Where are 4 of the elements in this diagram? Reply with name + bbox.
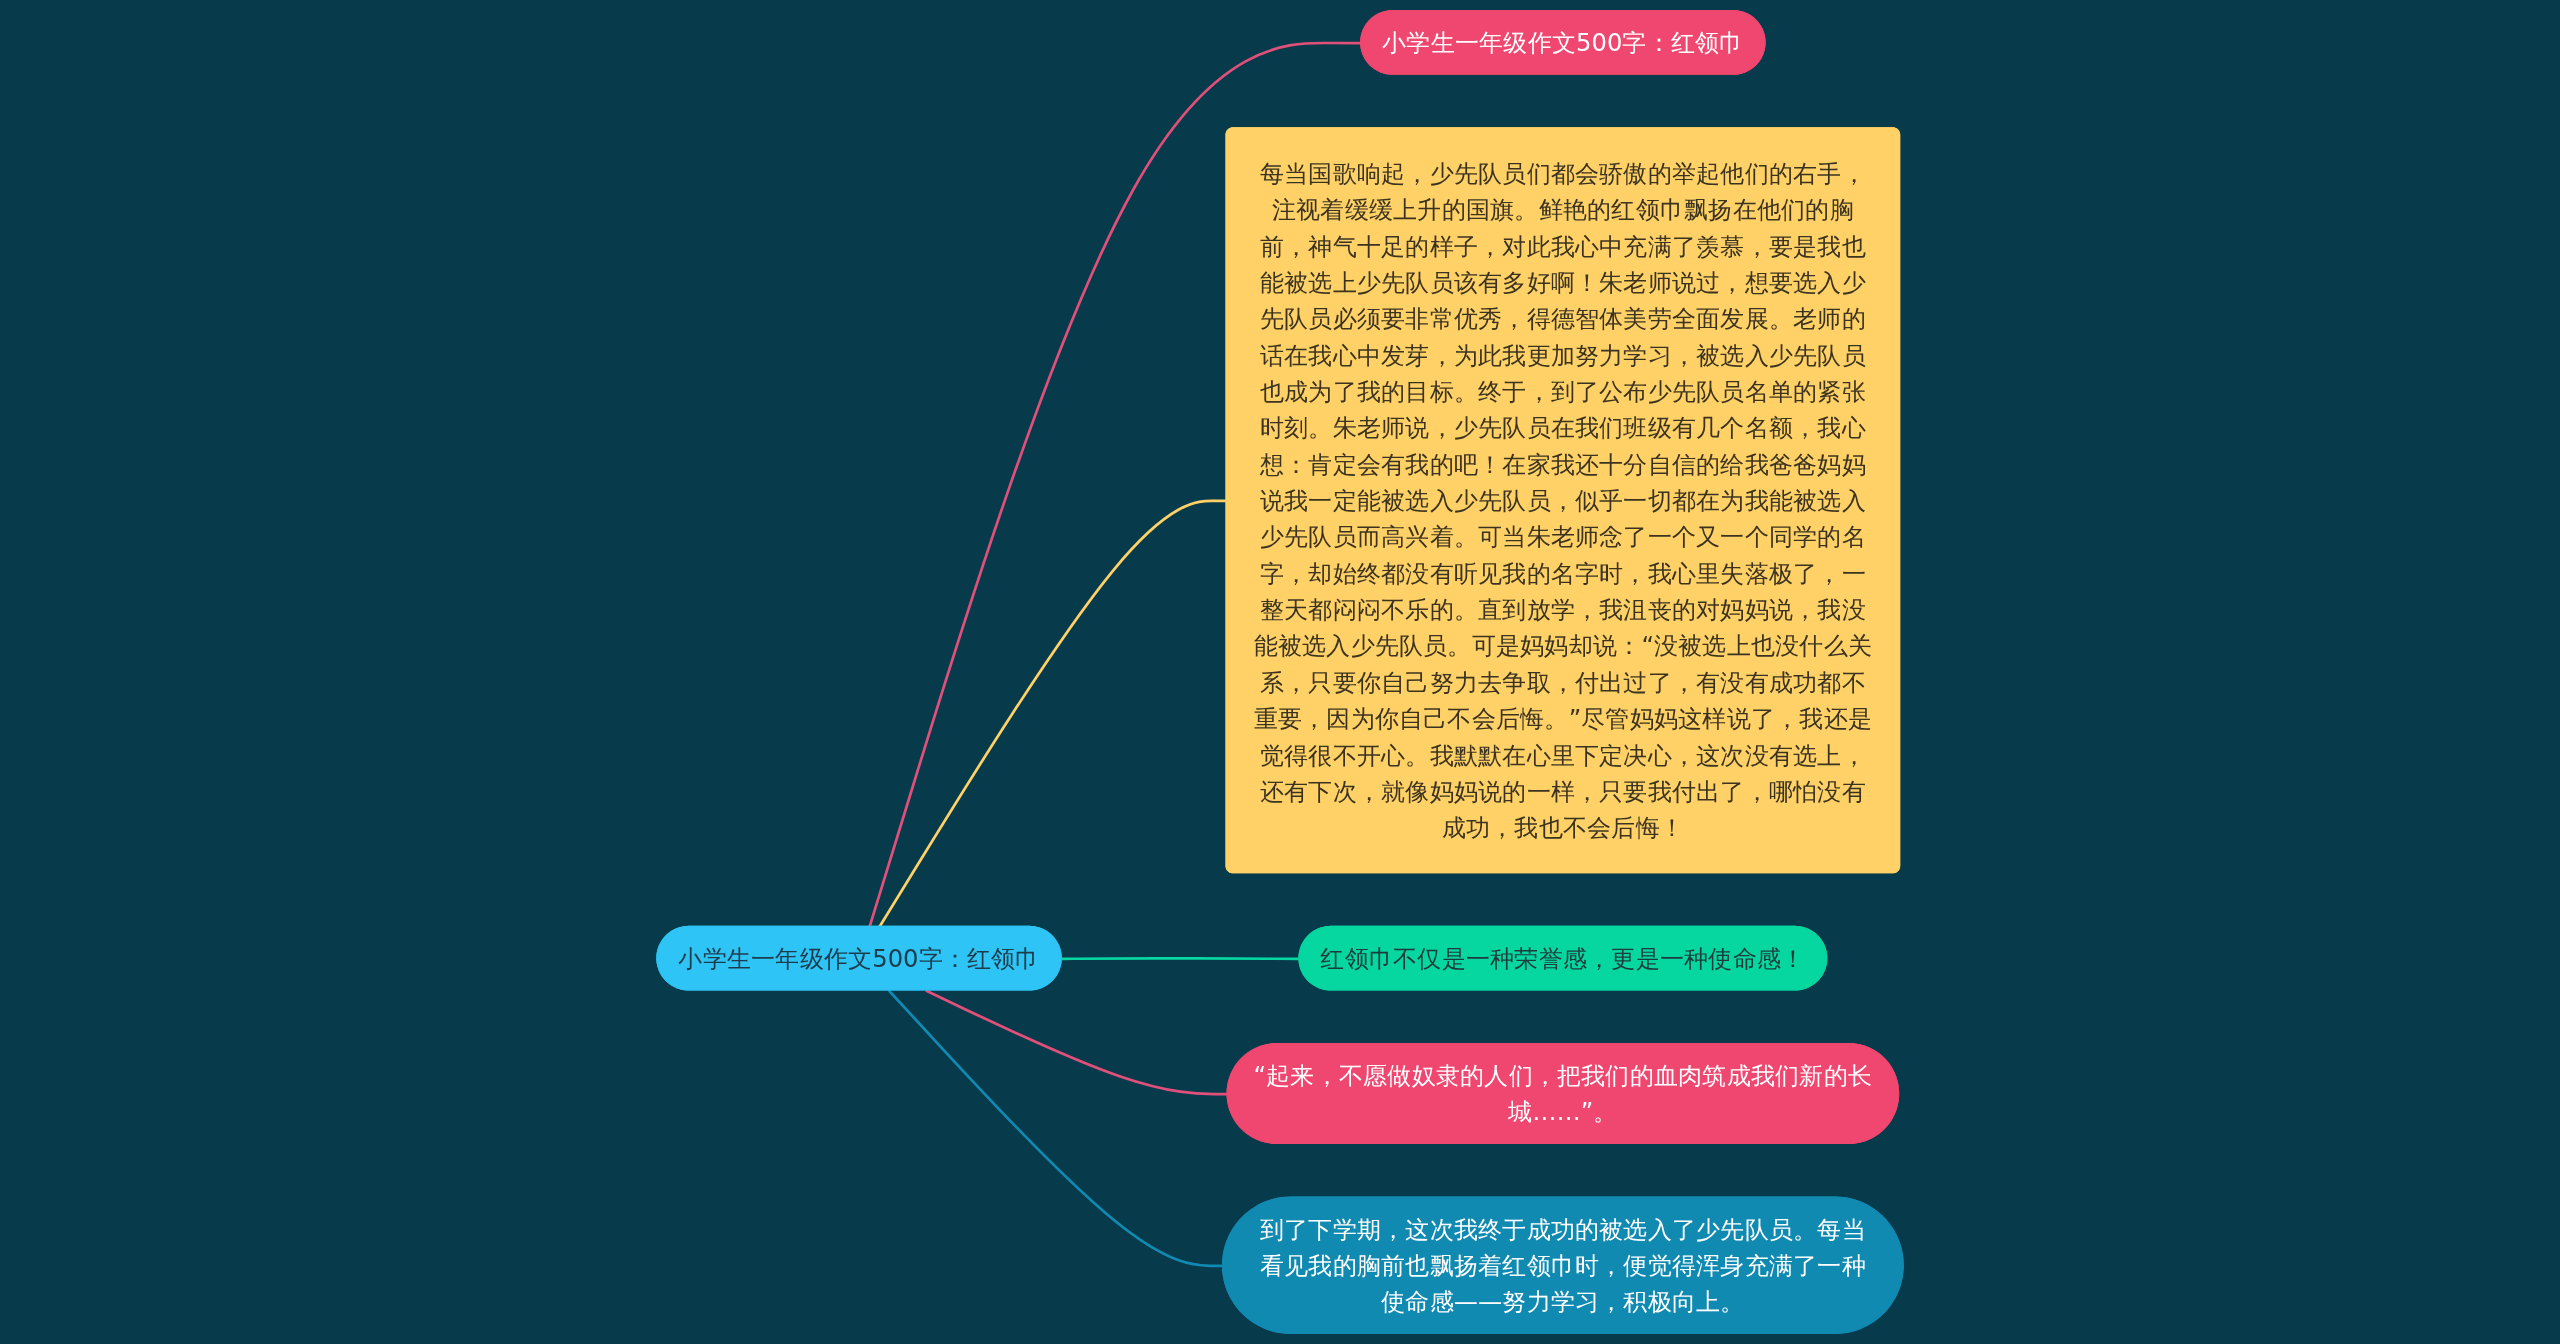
connector [878, 499, 1227, 928]
connector [925, 989, 1228, 1096]
connector [1061, 957, 1300, 961]
connector [868, 41, 1362, 928]
